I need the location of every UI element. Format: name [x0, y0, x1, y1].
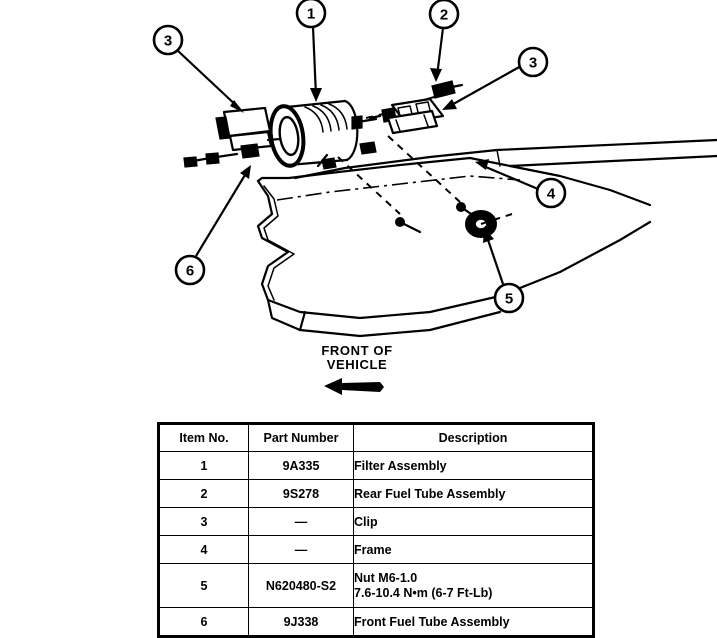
- cell-item-no: 2: [158, 479, 249, 508]
- callout-bubble-3-right[interactable]: 3: [517, 46, 549, 78]
- table-row: 4 — Frame: [158, 535, 594, 564]
- cell-description: Clip: [353, 507, 594, 536]
- header-description: Description: [353, 423, 594, 452]
- parts-table-container: Item No. Part Number Description 1 9A335…: [157, 422, 595, 638]
- table-row: 3 — Clip: [158, 507, 594, 536]
- front-of-vehicle-indicator: FRONT OF VEHICLE: [272, 344, 442, 397]
- callout-bubble-2[interactable]: 2: [428, 0, 460, 30]
- callout-bubble-1[interactable]: 1: [295, 0, 327, 29]
- exploded-view-illustration: 3 1 2 3 4 5 6: [152, 0, 717, 338]
- nut-part: [465, 210, 513, 238]
- cell-item-no: 1: [158, 451, 249, 480]
- callout-bubble-5[interactable]: 5: [493, 282, 525, 314]
- callout-label: 4: [547, 186, 556, 203]
- cell-description: Nut M6-1.0 7.6-10.4 N•m (6-7 Ft-Lb): [353, 563, 594, 608]
- callout-bubble-4[interactable]: 4: [535, 177, 567, 209]
- callout-label: 6: [186, 263, 194, 280]
- mounting-studs: [395, 202, 476, 234]
- header-part-number: Part Number: [248, 423, 354, 452]
- cell-item-no: 5: [158, 563, 249, 608]
- cell-part-number: N620480-S2: [248, 563, 354, 608]
- callout-label: 1: [307, 6, 315, 23]
- parts-table: Item No. Part Number Description 1 9A335…: [157, 422, 595, 638]
- cell-description: Front Fuel Tube Assembly: [353, 607, 594, 637]
- cell-item-no: 3: [158, 507, 249, 536]
- callout-leaders: [176, 26, 539, 285]
- cell-description-line2: 7.6-10.4 N•m (6-7 Ft-Lb): [354, 585, 493, 600]
- front-of-vehicle-line2: VEHICLE: [326, 357, 388, 372]
- cell-description: Rear Fuel Tube Assembly: [353, 479, 594, 508]
- frame-rail-part: [256, 138, 717, 338]
- callout-bubble-3-left[interactable]: 3: [152, 24, 184, 56]
- callout-label: 3: [164, 33, 172, 50]
- callout-label: 5: [505, 291, 513, 308]
- header-item-no: Item No.: [158, 423, 249, 452]
- front-direction-arrow-icon: [272, 377, 442, 397]
- cell-description: Filter Assembly: [353, 451, 594, 480]
- table-row: 5 N620480-S2 Nut M6-1.0 7.6-10.4 N•m (6-…: [158, 563, 594, 608]
- cell-part-number: —: [248, 535, 354, 564]
- front-fuel-tube-assembly-part: [183, 106, 282, 168]
- cell-item-no: 4: [158, 535, 249, 564]
- front-of-vehicle-line1: FRONT OF: [321, 343, 393, 358]
- cell-part-number: 9J338: [248, 607, 354, 637]
- cell-description-line1: Nut M6-1.0: [354, 570, 418, 585]
- table-row: 2 9S278 Rear Fuel Tube Assembly: [158, 479, 594, 508]
- fuel-filter-assembly-part: [250, 99, 378, 168]
- table-row: 6 9J338 Front Fuel Tube Assembly: [158, 607, 594, 637]
- cell-item-no: 6: [158, 607, 249, 637]
- table-header-row: Item No. Part Number Description: [158, 423, 594, 452]
- cell-part-number: 9S278: [248, 479, 354, 508]
- cell-part-number: 9A335: [248, 451, 354, 480]
- cell-part-number: —: [248, 507, 354, 536]
- callout-label: 3: [529, 55, 537, 72]
- table-row: 1 9A335 Filter Assembly: [158, 451, 594, 480]
- callout-label: 2: [440, 7, 448, 24]
- assembly-center-lines: [316, 111, 461, 215]
- cell-description: Frame: [353, 535, 594, 564]
- callout-bubble-6[interactable]: 6: [174, 254, 206, 286]
- rear-fuel-tube-assembly-part: [368, 80, 464, 135]
